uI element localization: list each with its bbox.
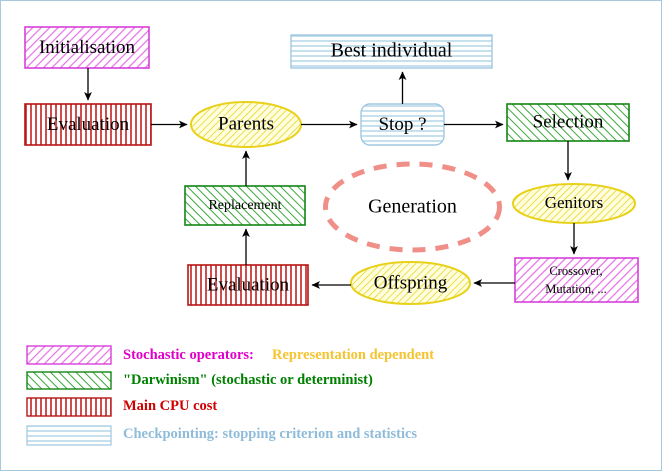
- crossover-shape: [514, 257, 639, 303]
- node-genitors[interactable]: Genitors: [512, 183, 636, 224]
- legend-swatch-checkpointing: [26, 425, 112, 446]
- crossover-label-line2: Mutation, ...: [545, 282, 606, 296]
- legend-swatch-cpu: [26, 397, 112, 417]
- parents-label: Parents: [218, 113, 274, 134]
- node-initialisation[interactable]: Initialisation: [24, 26, 150, 69]
- evaluation-top-shape: [24, 103, 152, 146]
- node-selection[interactable]: Selection: [506, 103, 630, 142]
- replacement-shape: [184, 185, 306, 226]
- evaluation-bottom-shape: [187, 264, 309, 306]
- best-individual-label: Best individual: [331, 40, 453, 62]
- node-replacement[interactable]: Replacement: [184, 185, 306, 226]
- legend-swatch-darwinism: [26, 371, 112, 390]
- evaluation-bottom-label: Evaluation: [207, 274, 290, 295]
- node-evaluation-top[interactable]: Evaluation: [24, 103, 152, 146]
- legend-row-stochastic: Stochastic operators: Representation dep…: [26, 345, 434, 365]
- node-generation: Generation: [323, 161, 502, 253]
- legend-label-representation: Representation dependent: [272, 347, 434, 363]
- legend-row-checkpointing: Checkpointing: stopping criterion and st…: [26, 425, 417, 446]
- node-evaluation-bottom[interactable]: Evaluation: [187, 264, 309, 306]
- selection-label: Selection: [533, 111, 604, 132]
- genitors-label: Genitors: [545, 193, 604, 212]
- offspring-label: Offspring: [374, 272, 448, 293]
- legend-row-cpu: Main CPU cost: [26, 397, 217, 417]
- node-stop[interactable]: Stop ?: [360, 103, 445, 146]
- offspring-shape: [350, 261, 471, 305]
- generation-label: Generation: [368, 196, 457, 218]
- initialisation-shape: [24, 26, 150, 69]
- generation-shape: [323, 161, 502, 253]
- replacement-label: Replacement: [208, 198, 281, 213]
- node-best-individual[interactable]: Best individual: [290, 34, 493, 69]
- best-individual-shape: [290, 34, 493, 69]
- legend-label-stochastic: Stochastic operators:: [123, 347, 254, 363]
- legend: Stochastic operators: Representation dep…: [26, 345, 434, 446]
- legend-label-cpu: Main CPU cost: [123, 398, 217, 414]
- stop-label: Stop ?: [378, 114, 426, 135]
- node-offspring[interactable]: Offspring: [350, 261, 471, 305]
- legend-label-darwinism: "Darwinism" (stochastic or determinist): [123, 372, 373, 388]
- crossover-label-line1: Crossover,: [549, 264, 602, 278]
- legend-row-darwinism: "Darwinism" (stochastic or determinist): [26, 371, 373, 390]
- node-parents[interactable]: Parents: [190, 101, 302, 148]
- node-crossover-mutation[interactable]: Crossover, Mutation, ...: [514, 257, 639, 303]
- evaluation-top-label: Evaluation: [47, 114, 130, 135]
- legend-swatch-stochastic: [26, 345, 112, 365]
- legend-label-checkpointing: Checkpointing: stopping criterion and st…: [123, 426, 417, 442]
- initialisation-label: Initialisation: [39, 37, 136, 58]
